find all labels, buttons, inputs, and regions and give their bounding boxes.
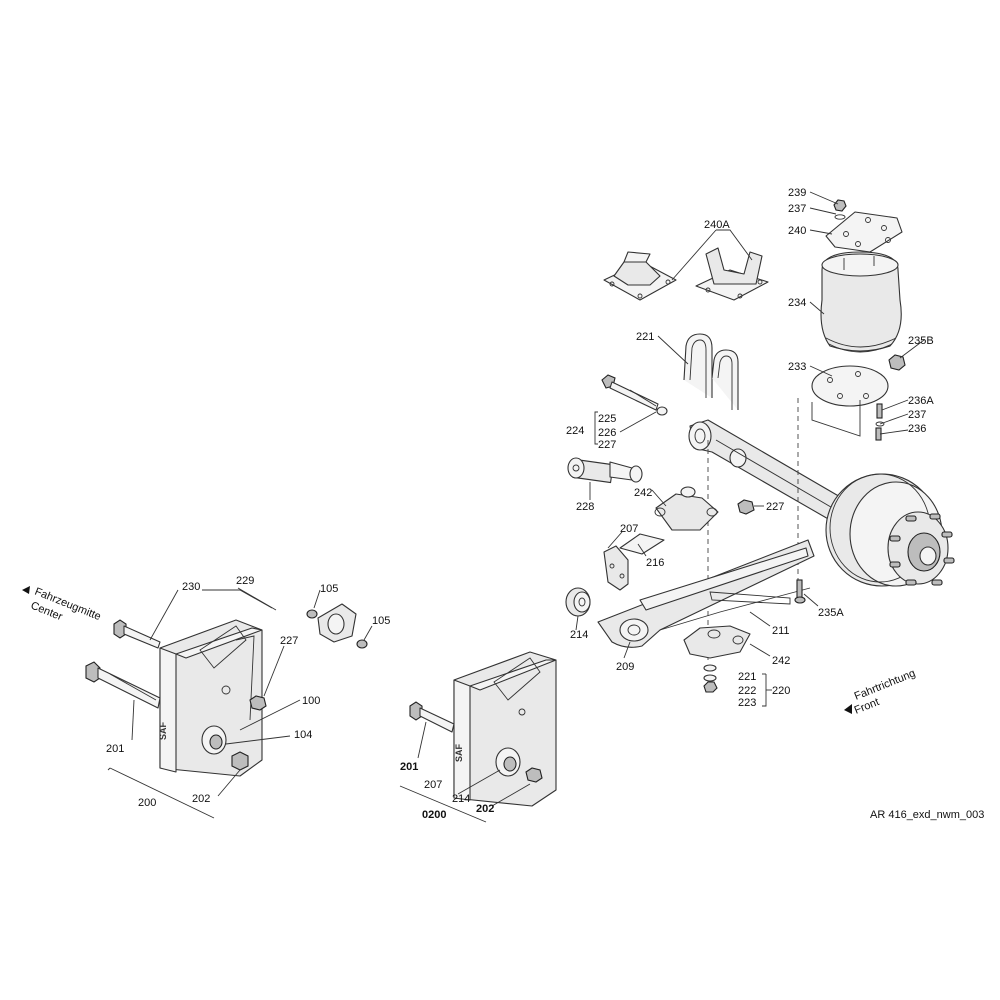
spring-clip-216 [619, 533, 665, 555]
label-216: 216 [646, 557, 664, 569]
label-201-right: 201 [400, 761, 418, 773]
label-222: 222 [738, 685, 756, 697]
direction-note-center: Fahrzeugmitte Center [22, 586, 103, 623]
label-0200: 0200 [422, 809, 446, 821]
piston-bolts [875, 403, 885, 441]
nut-227-axle [737, 499, 755, 515]
trailing-arm-209 [597, 539, 815, 648]
label-242-bottom: 242 [772, 655, 790, 667]
label-214-arm: 214 [570, 629, 588, 641]
direction-note-front: Fahrtrichtung Front [844, 667, 918, 717]
label-202-right: 202 [476, 803, 494, 815]
center-arrow-icon [22, 586, 30, 594]
hanger-brand-mark-right: SAF [454, 743, 464, 762]
air-spring-top-plate [825, 211, 903, 253]
label-201-left: 201 [106, 743, 124, 755]
label-224: 224 [566, 425, 584, 437]
label-235B: 235B [908, 335, 934, 347]
label-233: 233 [788, 361, 806, 373]
label-234: 234 [788, 297, 806, 309]
front-note-de: Fahrtrichtung [853, 667, 918, 702]
label-228: 228 [576, 501, 594, 513]
top-stud-nut [833, 199, 847, 220]
label-227-axle: 227 [766, 501, 784, 513]
brake-drum-hub [825, 473, 955, 587]
label-207-small: 207 [620, 523, 638, 535]
bolt-235A [794, 579, 806, 604]
label-100: 100 [302, 695, 320, 707]
eccentric-washer-202 [231, 751, 249, 771]
wheel-studs [889, 513, 955, 586]
air-spring-bellow [820, 251, 902, 353]
label-227-left: 227 [280, 635, 298, 647]
hanger-bracket-200 [159, 619, 263, 777]
label-211: 211 [772, 625, 790, 637]
bolt-230 [113, 619, 161, 649]
bolt-201-right [409, 701, 455, 733]
label-221-bottom: 221 [738, 671, 756, 683]
piston-outline-leader [811, 400, 861, 437]
label-221-top: 221 [636, 331, 654, 343]
u-bolt-221-rear [683, 333, 713, 398]
bushing-105-assembly [306, 603, 368, 649]
label-240A: 240A [704, 219, 730, 231]
shock-bolt-224 [601, 374, 668, 416]
label-230: 230 [182, 581, 200, 593]
label-209: 209 [616, 661, 634, 673]
label-237-bottom: 237 [908, 409, 926, 421]
bracket-240A-left [603, 251, 677, 301]
part-number-labels: 239 237 240 240A 234 235B 233 236A 237 2… [106, 187, 934, 821]
label-236: 236 [908, 423, 926, 435]
bracket-207-small [603, 545, 629, 591]
label-214-right: 214 [452, 793, 470, 805]
seat-242-bottom [683, 625, 751, 659]
seat-242-top [654, 486, 719, 531]
label-200: 200 [138, 797, 156, 809]
u-bolt-washer-nut-stack [703, 664, 718, 693]
hanger-bracket-0200 [453, 651, 557, 807]
label-104: 104 [294, 729, 312, 741]
leader-lines [107, 191, 925, 823]
label-239: 239 [788, 187, 806, 199]
label-105-right: 105 [372, 615, 390, 627]
label-105-left: 105 [320, 583, 338, 595]
label-226: 226 [598, 427, 616, 439]
drawing-reference: AR 416_exd_nwm_003 [870, 809, 984, 821]
hanger-brand-mark-left: SAF [158, 721, 168, 740]
label-242-top: 242 [634, 487, 652, 499]
nut-202-right [525, 767, 543, 783]
label-227-top: 227 [598, 439, 616, 451]
label-235A: 235A [818, 607, 844, 619]
label-202-left: 202 [192, 793, 210, 805]
front-arrow-icon [844, 704, 852, 714]
bush-214 [565, 587, 591, 617]
shock-absorber-228 [567, 457, 643, 484]
label-236A: 236A [908, 395, 934, 407]
nut-227-left [249, 695, 267, 711]
label-237-top: 237 [788, 203, 806, 215]
label-220: 220 [772, 685, 790, 697]
bracket-240A-right [695, 247, 769, 301]
piston-nut-235B [888, 354, 906, 371]
label-229: 229 [236, 575, 254, 587]
label-240: 240 [788, 225, 806, 237]
label-207-right: 207 [424, 779, 442, 791]
label-223: 223 [738, 697, 756, 709]
label-225: 225 [598, 413, 616, 425]
bolt-201-left [85, 661, 161, 709]
u-bolt-221-front [711, 349, 739, 410]
